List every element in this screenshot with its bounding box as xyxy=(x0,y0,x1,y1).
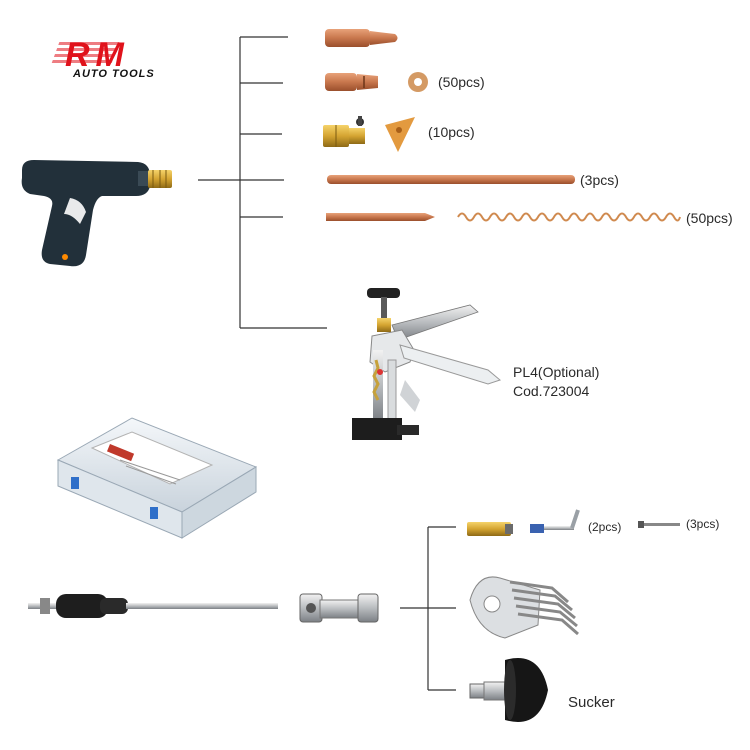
brass-tip xyxy=(467,522,513,536)
brand-logo: RM AUTO TOOLS xyxy=(50,38,205,83)
electrode-tip-slotted xyxy=(325,73,378,91)
triangle-qty-label: (10pcs) xyxy=(428,124,475,140)
copper-rod-pointed xyxy=(326,213,435,221)
slide-hammer xyxy=(28,594,278,618)
wire-qty-label: (50pcs) xyxy=(686,210,733,226)
bottom-bracket-lines xyxy=(400,526,456,691)
copper-washer xyxy=(408,72,428,92)
pl4-dent-puller xyxy=(352,288,502,440)
puller-name-label: PL4(Optional) xyxy=(513,364,600,380)
hook-qty-label: (2pcs) xyxy=(588,520,622,534)
triangle-electrode xyxy=(385,117,415,152)
pin-tool xyxy=(638,521,680,528)
logo-subtitle: AUTO TOOLS xyxy=(73,68,155,80)
rods-qty-label: (3pcs) xyxy=(580,172,619,188)
spiral-wire xyxy=(457,212,681,222)
sucker-label: Sucker xyxy=(568,694,615,711)
storage-case xyxy=(56,417,258,539)
claw-puller xyxy=(469,576,579,639)
brass-holder xyxy=(323,116,365,147)
puller-code-label: Cod.723004 xyxy=(513,383,590,399)
adapter-sleeve xyxy=(299,593,379,623)
spot-welder-gun xyxy=(21,160,172,267)
electrode-tip-pointed xyxy=(325,29,398,47)
logo-stripes xyxy=(50,42,120,66)
top-bracket-lines xyxy=(198,36,327,329)
hook-tool xyxy=(530,509,580,533)
pin-qty-label: (3pcs) xyxy=(686,517,720,531)
copper-rod xyxy=(327,175,575,184)
suction-cup xyxy=(469,658,548,722)
washers-qty-label: (50pcs) xyxy=(438,74,485,90)
